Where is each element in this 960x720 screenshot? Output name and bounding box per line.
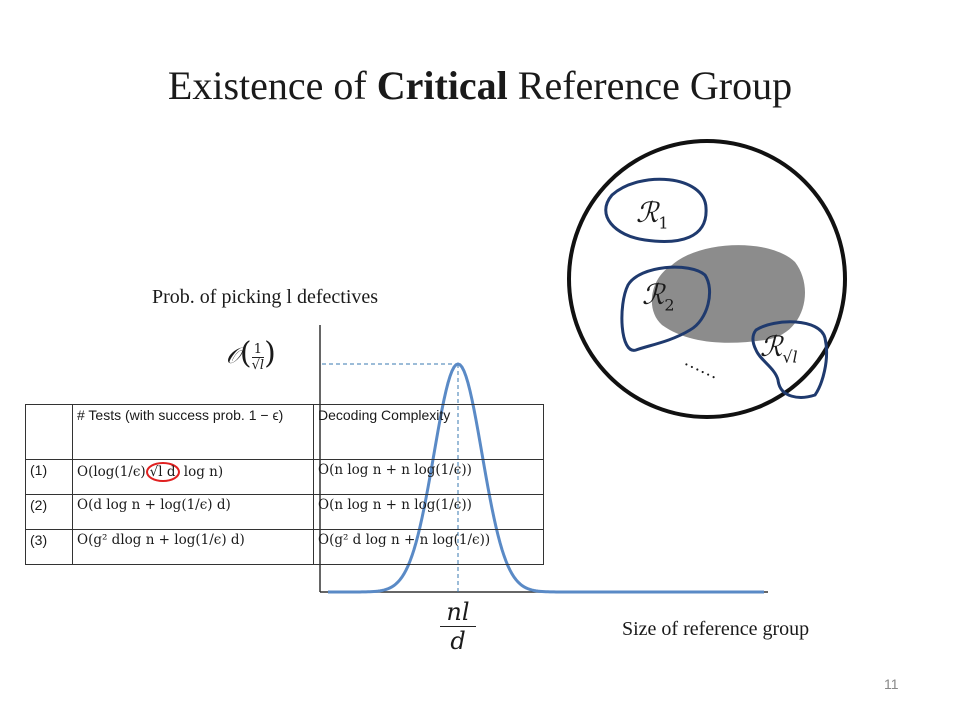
table-row: (3) O(g² dlog n + log(1/ϵ) d) O(g² d log… xyxy=(25,529,544,565)
tests-cell: O(d log n + log(1/ϵ) d) xyxy=(72,494,314,530)
table-header-tests: # Tests (with success prob. 1 − ϵ) xyxy=(72,404,314,460)
set-rsqrtl-outline xyxy=(751,320,829,399)
tests-pre: O(log(1/ϵ) xyxy=(77,464,146,480)
table-header-row: # Tests (with success prob. 1 − ϵ) Decod… xyxy=(25,404,544,460)
tests-cell: O(g² dlog n + log(1/ϵ) d) xyxy=(72,529,314,565)
table-row: (1) O(log(1/ϵ)√l d log n) O(n log n + n … xyxy=(25,459,544,495)
table-header-empty xyxy=(25,404,73,460)
tests-cell: O(log(1/ϵ)√l d log n) xyxy=(72,459,314,495)
table-header-decoding: Decoding Complexity xyxy=(313,404,544,460)
decoding-cell: O(n log n + n log(1/ϵ)) xyxy=(313,494,544,530)
title-post: Reference Group xyxy=(507,63,793,108)
tests-post: log n) xyxy=(179,464,224,480)
page-number: 11 xyxy=(884,676,899,692)
gaussian-curve xyxy=(328,362,764,594)
table-row: (2) O(d log n + log(1/ϵ) d) O(n log n + … xyxy=(25,494,544,530)
row-label: (1) xyxy=(25,459,73,495)
peak-y-label: 𝒪(1√l) xyxy=(226,336,276,373)
title-pre: Existence of xyxy=(167,63,377,108)
comparison-table: # Tests (with success prob. 1 − ϵ) Decod… xyxy=(25,404,544,565)
set-r2-outline xyxy=(620,265,712,352)
x-axis-label: Size of reference group xyxy=(622,618,810,640)
set-r2-label: ℛ2 xyxy=(642,278,675,315)
y-axis-label: Prob. of picking l defectives xyxy=(152,286,379,308)
set-r1-label: ℛ1 xyxy=(636,196,669,233)
universe-circle xyxy=(567,139,847,419)
set-rsqrtl-label: ℛ√l xyxy=(760,330,798,367)
row-label: (2) xyxy=(25,494,73,530)
peak-x-label-num: nl xyxy=(440,598,476,627)
defective-region-blob xyxy=(651,245,805,343)
peak-x-label-den: d xyxy=(450,627,466,655)
decoding-cell: O(n log n + n log(1/ϵ)) xyxy=(313,459,544,495)
row-label: (3) xyxy=(25,529,73,565)
highlight-circle: √l d xyxy=(145,462,180,482)
peak-x-label: nl d xyxy=(440,598,476,655)
decoding-cell: O(g² d log n + n log(1/ϵ)) xyxy=(313,529,544,565)
slide-title: Existence of Critical Reference Group xyxy=(0,62,960,109)
title-bold: Critical xyxy=(376,63,508,108)
set-r1-outline xyxy=(604,177,708,243)
